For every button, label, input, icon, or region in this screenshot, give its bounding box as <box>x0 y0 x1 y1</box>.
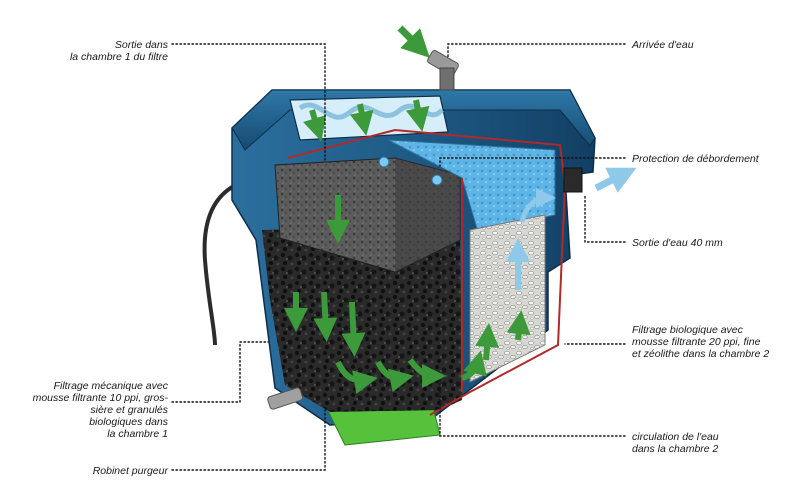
label-circulation: circulation de l'eau dans la chambre 2 <box>632 431 792 455</box>
outlet-fitting <box>564 168 582 192</box>
label-overflow-protection: Protection de débordement <box>632 153 797 165</box>
inlet-arrow-icon <box>400 28 420 48</box>
label-bio-filtration: Filtrage biologique avec mousse filtrant… <box>632 324 797 360</box>
label-water-inlet: Arrivée d'eau <box>632 39 792 51</box>
label-drain-valve: Robinet purgeur <box>40 465 168 477</box>
outlet-arrow-icon <box>596 174 624 188</box>
inlet-pipe <box>427 49 460 90</box>
label-mech-filtration: Filtrage mécanique avec mousse filtrante… <box>10 380 168 440</box>
label-outlet-chamber-1: Sortie dans la chambre 1 du filtre <box>40 39 168 63</box>
label-water-outlet: Sortie d'eau 40 mm <box>632 237 792 249</box>
